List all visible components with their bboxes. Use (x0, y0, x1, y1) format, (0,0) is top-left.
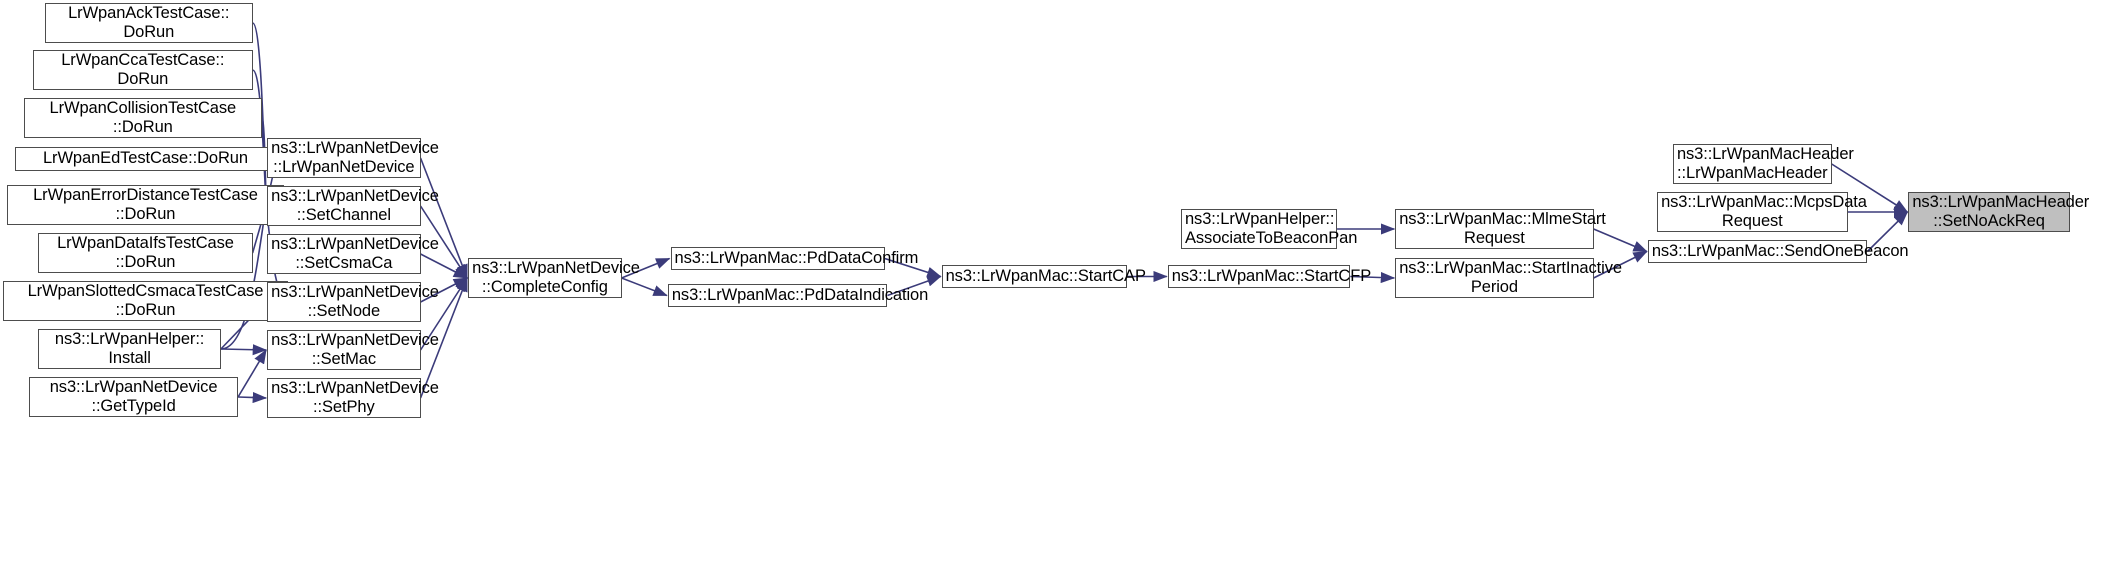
graph-node-mcpsdatareq[interactable]: ns3::LrWpanMac::McpsData Request (1657, 192, 1867, 232)
graph-node-setnoackreq[interactable]: ns3::LrWpanMacHeader ::SetNoAckReq (1908, 192, 2090, 232)
graph-node-label: ns3::LrWpanMac::StartCFP (1171, 266, 1372, 285)
graph-node-label: ns3::LrWpanMac::SendOneBeacon (1651, 241, 1909, 260)
graph-node-pdindication[interactable]: ns3::LrWpanMac::PdDataIndication (667, 284, 929, 307)
graph-node-label: ns3::LrWpanNetDevice ::LrWpanNetDevice (271, 138, 439, 176)
graph-node-label: ns3::LrWpanNetDevice ::GetTypeId (49, 377, 218, 415)
graph-edge-gettypeid-to-setphy (238, 391, 268, 404)
graph-node-label: LrWpanEdTestCase::DoRun (42, 149, 248, 168)
graph-node-assocbeacon[interactable]: ns3::LrWpanHelper:: AssociateToBeaconPan (1180, 209, 1358, 249)
graph-node-setchannel[interactable]: ns3::LrWpanNetDevice ::SetChannel (267, 186, 439, 226)
graph-node-mlmestartreq[interactable]: ns3::LrWpanMac::MlmeStart Request (1395, 209, 1606, 249)
graph-node-machdrctor[interactable]: ns3::LrWpanMacHeader ::LrWpanMacHeader (1672, 144, 1854, 184)
graph-node-completeconfig[interactable]: ns3::LrWpanNetDevice ::CompleteConfig (468, 258, 640, 298)
graph-edge-mlmestartreq-to-sendonebeacon (1593, 228, 1648, 253)
edge-paths (220, 22, 1909, 404)
graph-node-dataifs[interactable]: LrWpanDataIfsTestCase ::DoRun (38, 233, 253, 273)
graph-node-label: ns3::LrWpanMacHeader ::SetNoAckReq (1912, 192, 2090, 230)
graph-node-setnode[interactable]: ns3::LrWpanNetDevice ::SetNode (267, 282, 439, 322)
graph-node-helperinstall[interactable]: ns3::LrWpanHelper:: Install (38, 329, 221, 369)
graph-node-label: ns3::LrWpanNetDevice ::SetMac (271, 330, 439, 368)
graph-edge-ctor-to-completeconfig (419, 157, 468, 279)
graph-node-label: LrWpanCollisionTestCase ::DoRun (49, 98, 237, 136)
graph-node-label: ns3::LrWpanMac::StartInactive Period (1399, 258, 1622, 296)
graph-edge-helperinstall-to-setchannel (220, 205, 270, 350)
graph-node-label: LrWpanSlottedCsmacaTestCase ::DoRun (27, 281, 264, 319)
graph-node-setmac[interactable]: ns3::LrWpanNetDevice ::SetMac (267, 330, 439, 370)
graph-node-label: LrWpanDataIfsTestCase ::DoRun (57, 233, 234, 271)
graph-node-label: ns3::LrWpanMac::PdDataIndication (671, 285, 929, 304)
graph-node-sendonebeacon[interactable]: ns3::LrWpanMac::SendOneBeacon (1647, 240, 1909, 263)
graph-node-slottedcsmaca[interactable]: LrWpanSlottedCsmacaTestCase ::DoRun (2, 281, 289, 321)
graph-node-label: ns3::LrWpanNetDevice ::SetNode (271, 282, 439, 320)
graph-node-startcfp[interactable]: ns3::LrWpanMac::StartCFP (1167, 265, 1372, 288)
graph-node-setphy[interactable]: ns3::LrWpanNetDevice ::SetPhy (267, 378, 439, 418)
graph-node-label: ns3::LrWpanHelper:: AssociateToBeaconPan (1184, 209, 1358, 247)
graph-node-label: ns3::LrWpanNetDevice ::CompleteConfig (472, 258, 640, 296)
graph-node-label: ns3::LrWpanMac::McpsData Request (1661, 192, 1867, 230)
graph-node-cca[interactable]: LrWpanCcaTestCase:: DoRun (33, 50, 253, 90)
graph-node-gettypeid[interactable]: ns3::LrWpanNetDevice ::GetTypeId (29, 377, 239, 417)
graph-node-label: ns3::LrWpanMac::MlmeStart Request (1399, 209, 1606, 247)
graph-node-label: LrWpanAckTestCase:: DoRun (68, 3, 230, 41)
graph-node-startcap[interactable]: ns3::LrWpanMac::StartCAP (941, 265, 1146, 288)
graph-node-label: ns3::LrWpanMacHeader ::LrWpanMacHeader (1676, 144, 1854, 182)
graph-node-setcsmaca[interactable]: ns3::LrWpanNetDevice ::SetCsmaCa (267, 234, 439, 274)
graph-node-label: ns3::LrWpanNetDevice ::SetCsmaCa (271, 234, 439, 272)
graph-node-startinactive[interactable]: ns3::LrWpanMac::StartInactive Period (1395, 258, 1622, 298)
graph-node-label: ns3::LrWpanNetDevice ::SetChannel (271, 186, 439, 224)
graph-node-label: ns3::LrWpanMac::StartCAP (945, 266, 1146, 285)
graph-edge-setcsmaca-to-completeconfig (420, 253, 469, 279)
graph-node-ack[interactable]: LrWpanAckTestCase:: DoRun (44, 3, 253, 43)
graph-node-ed[interactable]: LrWpanEdTestCase::DoRun (14, 147, 277, 171)
graph-node-errordist[interactable]: LrWpanErrorDistanceTestCase ::DoRun (6, 185, 285, 225)
graph-edge-helperinstall-to-setmac (220, 344, 268, 356)
graph-node-label: ns3::LrWpanHelper:: Install (54, 329, 205, 367)
graph-edge-completeconfig-to-pdindication (621, 277, 668, 297)
graph-node-ctor[interactable]: ns3::LrWpanNetDevice ::LrWpanNetDevice (267, 138, 439, 178)
graph-node-label: ns3::LrWpanNetDevice ::SetPhy (271, 378, 439, 416)
graph-node-pdconfirm[interactable]: ns3::LrWpanMac::PdDataConfirm (670, 247, 919, 270)
graph-node-label: LrWpanCcaTestCase:: DoRun (61, 50, 225, 88)
graph-node-label: LrWpanErrorDistanceTestCase ::DoRun (33, 185, 258, 223)
graph-node-collision[interactable]: LrWpanCollisionTestCase ::DoRun (23, 98, 262, 138)
graph-edge-gettypeid-to-setmac (237, 349, 267, 398)
graph-node-label: ns3::LrWpanMac::PdDataConfirm (674, 248, 919, 267)
